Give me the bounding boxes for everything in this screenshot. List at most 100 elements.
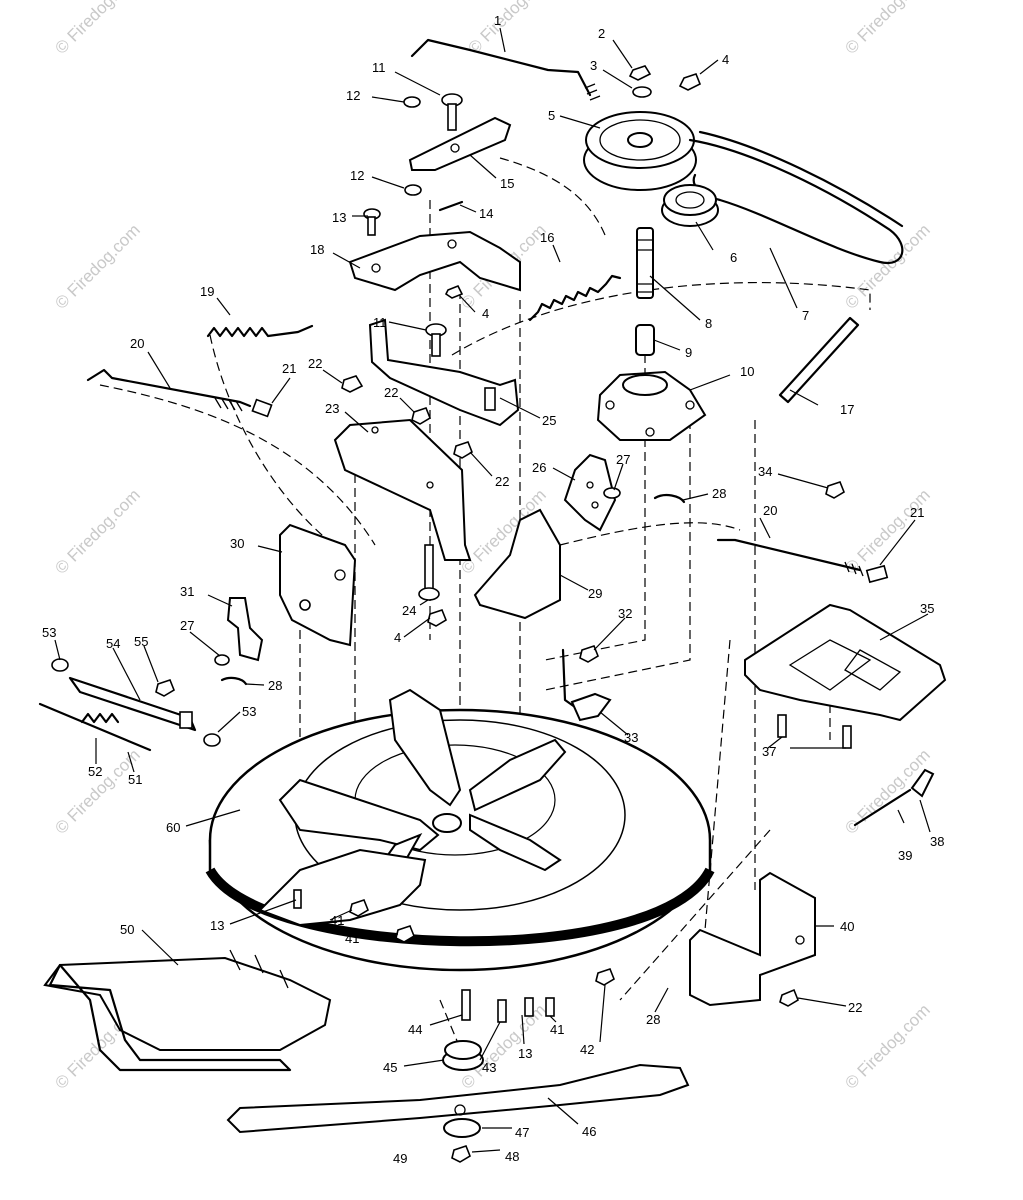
part-3-washer [632, 86, 652, 98]
part-15-idler-arm [408, 116, 512, 171]
part-20-cable-left [86, 368, 252, 408]
label-47: 47 [515, 1125, 529, 1140]
label-21-left: 21 [282, 361, 296, 376]
part-21-fitting-right [865, 564, 889, 584]
label-2: 2 [598, 26, 605, 41]
label-19: 19 [200, 284, 214, 299]
label-41-a: 41 [330, 913, 344, 928]
part-8-spindle-shaft [636, 227, 654, 299]
part-2-nut [628, 65, 652, 81]
part-44-screw [461, 989, 471, 1021]
label-18: 18 [310, 242, 324, 257]
part-9-sleeve [635, 324, 655, 356]
label-49: 49 [393, 1151, 407, 1166]
part-26-adjust-plate [563, 453, 617, 532]
label-28-low: 28 [646, 1012, 660, 1027]
part-35-frame [744, 603, 947, 722]
part-24-bolt [418, 544, 440, 601]
label-52: 52 [88, 764, 102, 779]
label-12-top: 12 [346, 88, 360, 103]
label-13-low: 13 [518, 1046, 532, 1061]
label-7: 7 [802, 308, 809, 323]
part-28-clip-right [653, 493, 686, 504]
label-23: 23 [325, 401, 339, 416]
part-7-belt [688, 138, 904, 265]
label-5: 5 [548, 108, 555, 123]
part-53-washer-right [203, 733, 221, 747]
label-27-right: 27 [616, 452, 630, 467]
label-27-left: 27 [180, 618, 194, 633]
part-29-bracket [473, 508, 561, 620]
label-17: 17 [840, 402, 854, 417]
leader-lines [54, 27, 931, 1153]
part-28-clip-left [220, 676, 248, 686]
watermark-3: © Firedog.com [841, 0, 933, 58]
label-34: 34 [758, 464, 772, 479]
label-42: 42 [580, 1042, 594, 1057]
part-43-screw [497, 999, 507, 1023]
part-13-screw-top [363, 208, 381, 236]
label-4-mid: 4 [482, 306, 489, 321]
watermark-4: © Firedog.com [51, 220, 143, 312]
part-39-bolt [853, 788, 912, 827]
part-21-fitting-left [251, 398, 273, 418]
part-45-hub [442, 1040, 484, 1071]
label-55: 55 [134, 634, 148, 649]
part-23-plate [333, 418, 472, 561]
label-21-right: 21 [910, 505, 924, 520]
part-42-nut [595, 968, 615, 986]
part-6-idler-pulley [661, 184, 719, 227]
part-20-cable-right [716, 538, 862, 572]
label-14: 14 [479, 206, 493, 221]
part-54-bar [68, 676, 197, 732]
label-45: 45 [383, 1060, 397, 1075]
label-3: 3 [590, 58, 597, 73]
label-31: 31 [180, 584, 194, 599]
part-38-fitting [910, 768, 935, 798]
label-35: 35 [920, 601, 934, 616]
part-30-hanger [279, 523, 357, 647]
part-50-deflector [43, 949, 332, 1072]
part-14-pin [438, 200, 464, 212]
part-51-rod [38, 702, 152, 752]
label-9: 9 [685, 345, 692, 360]
part-12-washer-top [403, 96, 421, 108]
watermark-6: © Firedog.com [841, 220, 933, 312]
part-11-bolt-mid [425, 323, 447, 357]
part-60-mower-deck [205, 688, 715, 972]
label-20-left: 20 [130, 336, 144, 351]
label-13-top: 13 [332, 210, 346, 225]
label-6: 6 [730, 250, 737, 265]
label-4-low: 4 [394, 630, 401, 645]
part-47-washer [443, 1118, 481, 1138]
part-13-screws-lower [293, 889, 534, 1017]
label-53-right: 53 [242, 704, 256, 719]
label-22-d: 22 [848, 1000, 862, 1015]
label-28-right: 28 [712, 486, 726, 501]
part-33-bracket [570, 692, 612, 722]
label-8: 8 [705, 316, 712, 331]
label-15: 15 [500, 176, 514, 191]
part-27-washer-right [603, 487, 621, 499]
label-39: 39 [898, 848, 912, 863]
label-25: 25 [542, 413, 556, 428]
watermark-9: © Firedog.com [841, 485, 933, 577]
callout-labels: 1 2 3 4 4 4 5 6 7 8 9 10 11 11 12 12 13 … [42, 13, 944, 1166]
label-50: 50 [120, 922, 134, 937]
label-41-c: 41 [550, 1022, 564, 1037]
part-4-nut-low [427, 609, 447, 627]
part-46-blade [226, 1063, 690, 1134]
label-41-b: 41 [345, 931, 359, 946]
label-10: 10 [740, 364, 754, 379]
label-4-top: 4 [722, 52, 729, 67]
label-1: 1 [494, 13, 501, 28]
label-26: 26 [532, 460, 546, 475]
part-34-nut [825, 481, 845, 499]
label-40: 40 [840, 919, 854, 934]
label-53-left: 53 [42, 625, 56, 640]
label-48: 48 [505, 1149, 519, 1164]
watermark-7: © Firedog.com [51, 485, 143, 577]
part-25-bracket [368, 318, 520, 427]
label-16: 16 [540, 230, 554, 245]
